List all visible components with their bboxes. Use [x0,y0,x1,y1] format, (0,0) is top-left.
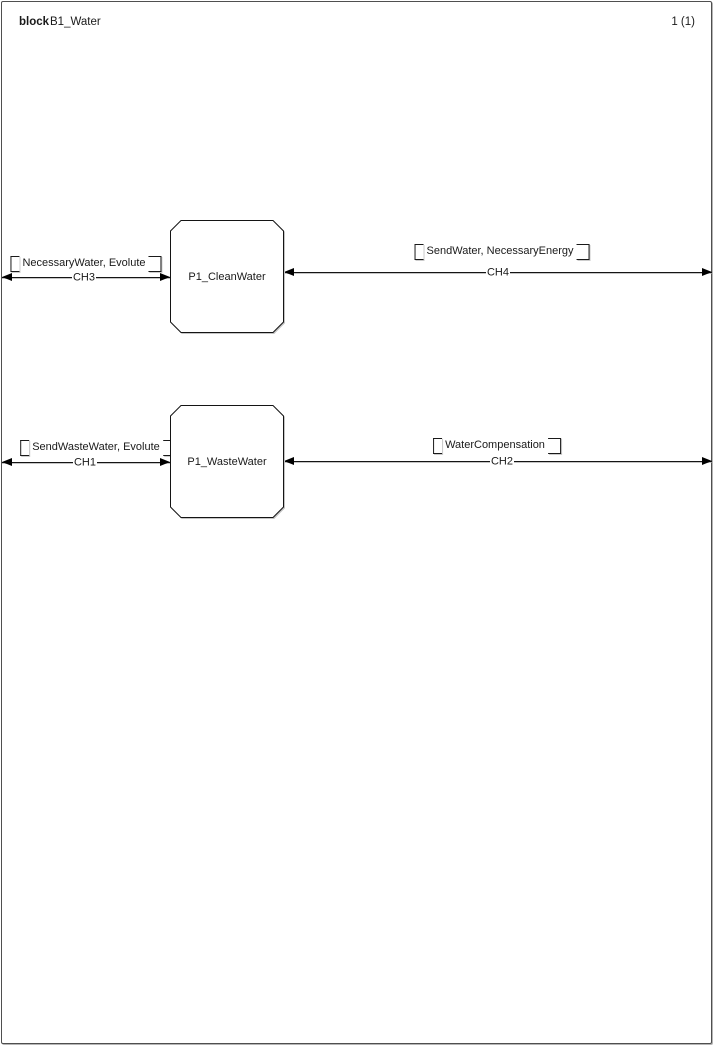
page-number: 1 (1) [671,16,695,28]
channel-name-ch1[interactable]: CH1 [72,456,98,470]
arrowhead-right-icon [702,268,712,276]
channel-name-ch4[interactable]: CH4 [485,266,511,280]
signal-list-ch3[interactable]: NecessaryWater, Evolute [10,256,162,272]
arrowhead-left-icon [284,268,294,276]
arrowhead-left-icon [2,458,12,466]
signal-list-ch2[interactable]: WaterCompensation [433,438,561,454]
arrowhead-right-icon [160,458,170,466]
channel-name-ch3[interactable]: CH3 [71,271,97,285]
diagram-kind-label: block [19,16,50,28]
process-p1-wastewater[interactable]: P1_WasteWater [170,405,284,518]
channel-name-ch2[interactable]: CH2 [489,455,515,469]
signal-list-ch1[interactable]: SendWasteWater, Evolute [20,440,176,456]
signal-list-ch4[interactable]: SendWater, NecessaryEnergy [414,244,590,260]
arrowhead-left-icon [284,457,294,465]
process-label: P1_WasteWater [187,455,267,468]
process-symbol [170,220,284,333]
process-label: P1_CleanWater [188,270,266,283]
arrowhead-left-icon [2,273,12,281]
diagram-title: B1_Water [50,16,101,28]
process-symbol [170,405,284,518]
process-p1-cleanwater[interactable]: P1_CleanWater [170,220,284,333]
arrowhead-right-icon [160,273,170,281]
arrowhead-right-icon [702,457,712,465]
